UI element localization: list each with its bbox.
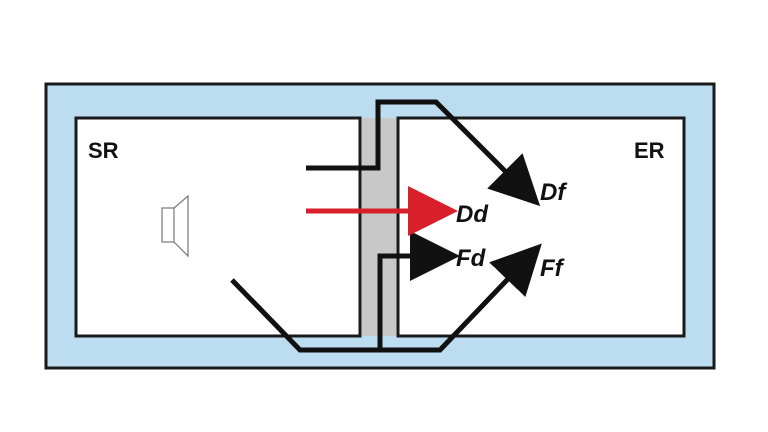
source-room — [74, 116, 362, 338]
loudspeaker-icon — [161, 194, 189, 258]
receiving-room-label: ER — [634, 138, 665, 163]
source-room-label: SR — [88, 138, 119, 163]
path-label-fd: Fd — [456, 245, 487, 272]
path-label-df: Df — [540, 179, 567, 206]
path-label-ff: Ff — [540, 255, 565, 282]
flank-direct-path-arrow — [377, 231, 460, 350]
flank-flank-path-arrow — [230, 243, 542, 353]
path-label-dd: Dd — [456, 201, 489, 228]
direct-flank-path-arrow — [306, 99, 541, 207]
